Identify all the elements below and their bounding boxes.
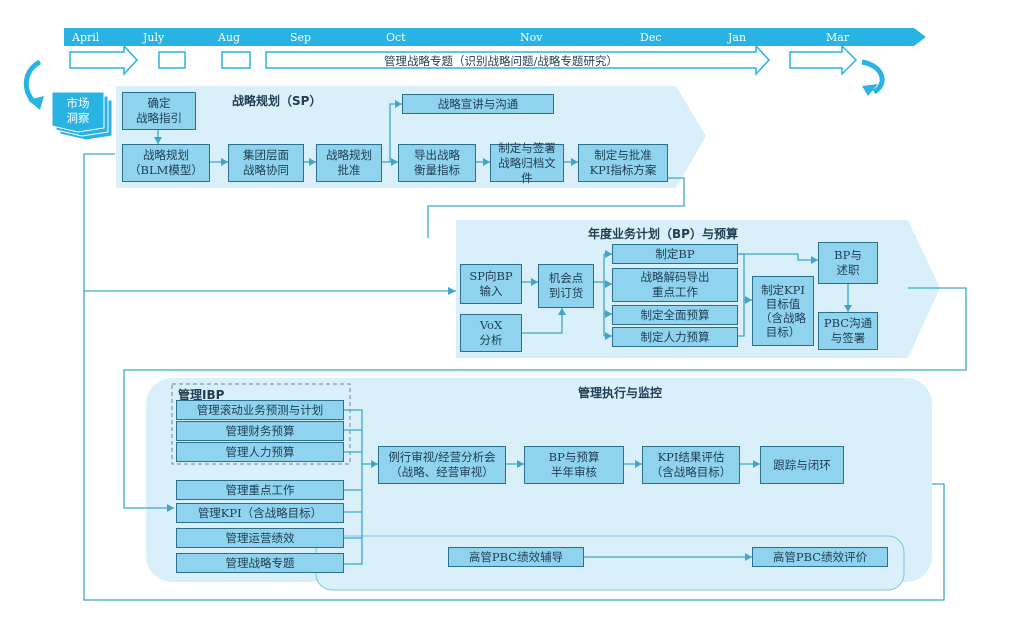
exec-review: 例行审视/经营分析会 （战略、经营审视） <box>378 446 506 484</box>
bp-hr-budget: 制定人力预算 <box>612 327 738 347</box>
sp-promo: 战略宣讲与沟通 <box>402 94 554 114</box>
exec-kpi: 管理KPI（含战略目标） <box>176 503 344 523</box>
exec-key-work: 管理重点工作 <box>176 480 344 500</box>
arrowheads <box>154 100 852 561</box>
exec-pbc-coach: 高管PBC绩效辅导 <box>448 547 584 567</box>
month-april: April <box>72 31 100 44</box>
timeline-topic-label: 管理战略专题（识别战略问题/战略专题研究） <box>384 54 618 68</box>
end-curve-arrow <box>861 59 885 95</box>
start-curve-arrow <box>23 59 42 104</box>
bp-full-budget: 制定全面预算 <box>612 305 738 325</box>
start-curve-head <box>28 96 44 110</box>
sp-title: 战略规划（SP） <box>232 94 322 108</box>
exec-title: 管理执行与监控 <box>578 386 663 400</box>
bp-sp-to-bp: SP向BP 输入 <box>460 264 522 304</box>
exec-hr: 管理人力预算 <box>176 442 344 462</box>
month-aug: Aug <box>218 31 241 44</box>
sp-group-coord: 集团层面 战略协同 <box>228 144 304 182</box>
ibp-title: 管理IBP <box>178 388 225 402</box>
bp-pbc-sign: PBC沟通 与签署 <box>818 312 878 350</box>
bp-decode: 战略解码导出 重点工作 <box>612 268 738 302</box>
exec-half-year: BP与预算 半年审核 <box>524 446 624 484</box>
month-july: July <box>143 31 165 44</box>
bp-kpi-target: 制定KPI 目标值 （含战略 目标） <box>752 276 814 346</box>
bp-vox: VoX 分析 <box>460 314 522 352</box>
segment-aug <box>221 51 251 69</box>
sp-metrics: 导出战略 衡量指标 <box>398 144 476 182</box>
exec-track: 跟踪与闭环 <box>760 446 844 484</box>
sp-archive: 制定与签署 战略归档文件 <box>490 141 564 185</box>
sp-confirm-guide: 确定 战略指引 <box>122 92 196 130</box>
bp-title: 年度业务计划（BP）与预算 <box>588 227 738 241</box>
segment-topic <box>265 44 771 76</box>
exec-finance: 管理财务预算 <box>176 421 344 441</box>
market-insight-stack <box>51 91 113 141</box>
bp-make-bp: 制定BP <box>612 244 738 264</box>
end-curve-head <box>862 84 878 96</box>
month-oct: Oct <box>386 31 406 44</box>
exec-kpi-eval: KPI结果评估 （含战略目标） <box>642 446 740 484</box>
segment-april-july <box>69 44 139 76</box>
month-dec: Dec <box>640 31 662 44</box>
market-insight-label: 市场 洞察 <box>66 96 90 125</box>
month-nov: Nov <box>520 31 543 44</box>
month-jan: Jan <box>728 31 747 44</box>
timeline-segments <box>69 44 858 76</box>
exec-pbc-eval: 高管PBC绩效评价 <box>752 547 888 567</box>
sp-approve: 战略规划 批准 <box>316 144 382 182</box>
segment-july <box>158 51 186 69</box>
exec-ops: 管理运营绩效 <box>176 528 344 548</box>
timeline-arrow <box>64 28 926 46</box>
connectors <box>83 103 967 601</box>
month-mar: Mar <box>826 31 850 44</box>
sp-blm: 战略规划 （BLM模型） <box>122 144 210 182</box>
ibp-dashed-box <box>171 383 351 465</box>
bp-report: BP与 述职 <box>818 242 878 284</box>
month-sep: Sep <box>290 31 312 44</box>
sp-kpi-plan: 制定与批准 KPI指标方案 <box>578 144 668 182</box>
exec-topic: 管理战略专题 <box>176 553 344 573</box>
exec-rolling: 管理滚动业务预测与计划 <box>176 400 344 420</box>
bp-opportunity: 机会点 到订货 <box>538 264 594 308</box>
segment-mar <box>789 44 858 76</box>
